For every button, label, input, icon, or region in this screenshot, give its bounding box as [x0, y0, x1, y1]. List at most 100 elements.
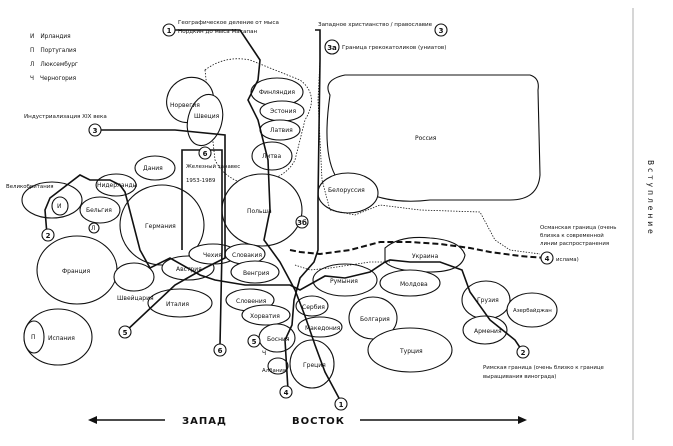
serbia-region — [295, 295, 329, 317]
annotation-4: 4 Османская граница (очень близка к совр… — [540, 225, 616, 265]
marker-2-number: 2 — [521, 349, 526, 357]
albania-region — [267, 357, 289, 375]
denmark-region — [134, 155, 176, 181]
annotation-2-marker: 2 — [41, 228, 55, 242]
label-france: Франция — [62, 268, 91, 275]
switzerland-region — [113, 262, 155, 292]
letter-luxembourg: Л — [91, 225, 96, 232]
letter-portugal: П — [31, 334, 36, 341]
annotation-3a-text: Граница грекокатоликов (униатов) — [342, 45, 446, 51]
marker-3 — [88, 123, 102, 137]
annotation-2: 2 Римская граница (очень близко к границ… — [483, 345, 605, 380]
annotation-1-text-1: Географическое деление от мыса — [178, 20, 279, 26]
label-finland: Финляндия — [259, 89, 295, 96]
annotation-4-text-3: линии распространения — [540, 241, 609, 247]
label-slovakia: Словакия — [232, 252, 262, 259]
iron-curtain-title: Железный занавес — [186, 163, 240, 170]
label-romania: Румыния — [330, 278, 358, 285]
label-italy: Италия — [166, 301, 189, 308]
annotation-3b-text: Западное христианство / православие — [318, 22, 433, 28]
belgium-region — [79, 196, 121, 224]
marker-3-number: 3 — [93, 127, 98, 135]
marker-3-top — [434, 23, 448, 37]
marker-6-number: 6 — [203, 150, 208, 158]
east-label: ВОСТОК — [292, 416, 345, 427]
annotation-4-text-1: Османская граница (очень — [540, 225, 616, 231]
label-belarus: Белоруссия — [328, 187, 365, 194]
azerbaijan-region — [506, 292, 558, 328]
russia-region — [326, 74, 541, 202]
marker-5b — [247, 334, 261, 348]
marker-3a — [324, 39, 340, 55]
line-3a-uniates — [317, 59, 541, 255]
annotation-3: 3 Индустриализация XIX века — [24, 114, 107, 137]
letter-montenegro: Ч — [262, 350, 266, 357]
line-2-roman — [44, 174, 524, 353]
label-sweden: Швеция — [194, 113, 220, 120]
marker-1 — [162, 23, 176, 37]
annotation-1-text-2: Нордкин до мыса Матапан — [178, 29, 258, 35]
croatia-region — [241, 304, 291, 326]
line-4-ottoman — [289, 241, 546, 259]
germany-region — [119, 184, 205, 266]
label-austria: Австрия — [176, 266, 202, 273]
west-east-axis: ЗАПАД ВОСТОК — [88, 416, 527, 427]
label-switzerland: Швейцария — [117, 295, 154, 302]
annotation-5: 5 — [118, 325, 132, 339]
annotation-5b: 5 — [247, 334, 261, 348]
label-serbia: Сербия — [302, 304, 325, 311]
marker-2 — [516, 345, 530, 359]
west-label: ЗАПАД — [182, 416, 227, 427]
annotation-1-bottom: 1 — [334, 397, 348, 411]
annotation-4-text-4: ислама) — [556, 257, 579, 263]
label-croatia: Хорватия — [250, 313, 280, 320]
hungary-region — [230, 260, 280, 284]
label-norway: Норвегия — [170, 102, 200, 109]
label-armenia: Армения — [474, 328, 502, 335]
label-czech: Чехия — [203, 252, 222, 259]
label-estonia: Эстония — [270, 108, 296, 115]
label-britain: Великобритания — [6, 184, 53, 190]
annotation-3b: 3 Западное христианство / православие — [318, 22, 448, 37]
annotation-4-text-2: близка к современной — [540, 232, 604, 239]
label-lithuania: Литва — [262, 153, 281, 160]
marker-2-left-number: 2 — [46, 232, 51, 240]
annotation-3-text: Индустриализация XIX века — [24, 114, 107, 120]
label-greece: Греция — [303, 362, 326, 369]
annotation-4-bottom: 4 — [279, 385, 293, 399]
marker-4-bottom-number: 4 — [284, 389, 289, 397]
side-label: Вступление — [646, 160, 655, 237]
label-azerbaijan: Азербайджан — [513, 307, 552, 314]
annotation-1: 1 Географическое деление от мыса Нордкин… — [162, 20, 279, 37]
annotation-6-bottom: 6 — [213, 343, 227, 357]
label-moldova: Молдова — [400, 281, 428, 288]
annotation-3a: 3a Граница грекокатоликов (униатов) — [324, 39, 446, 55]
marker-5-number: 5 — [123, 329, 128, 337]
line-5-industrial — [95, 129, 226, 333]
label-germany: Германия — [145, 223, 176, 230]
greece-region — [289, 339, 335, 389]
label-latvia: Латвия — [270, 127, 293, 134]
line-6-iron-curtain — [181, 149, 223, 346]
marker-3-top-number: 3 — [439, 27, 444, 35]
marker-3a-number: 3a — [327, 44, 337, 52]
label-bosnia: Босния — [267, 336, 290, 343]
iron-curtain-label: 6 Железный занавес 1953-1989 — [186, 146, 240, 184]
marker-4-number: 4 — [545, 255, 550, 263]
marker-6 — [198, 146, 212, 160]
line-3b-boundary — [294, 261, 390, 271]
marker-4-bottom — [279, 385, 293, 399]
annotation-2-text-2: выращивания винограда) — [483, 374, 556, 380]
east-arrow-head — [518, 416, 527, 424]
marker-1-bottom-number: 1 — [339, 401, 344, 409]
marker-3d-number: 3б — [297, 219, 307, 227]
marker-1-bottom — [334, 397, 348, 411]
marker-3d — [295, 215, 309, 229]
iron-curtain-years: 1953-1989 — [186, 178, 216, 184]
line-1-geographic — [175, 29, 341, 401]
label-netherlands: Нидерланды — [97, 182, 138, 189]
